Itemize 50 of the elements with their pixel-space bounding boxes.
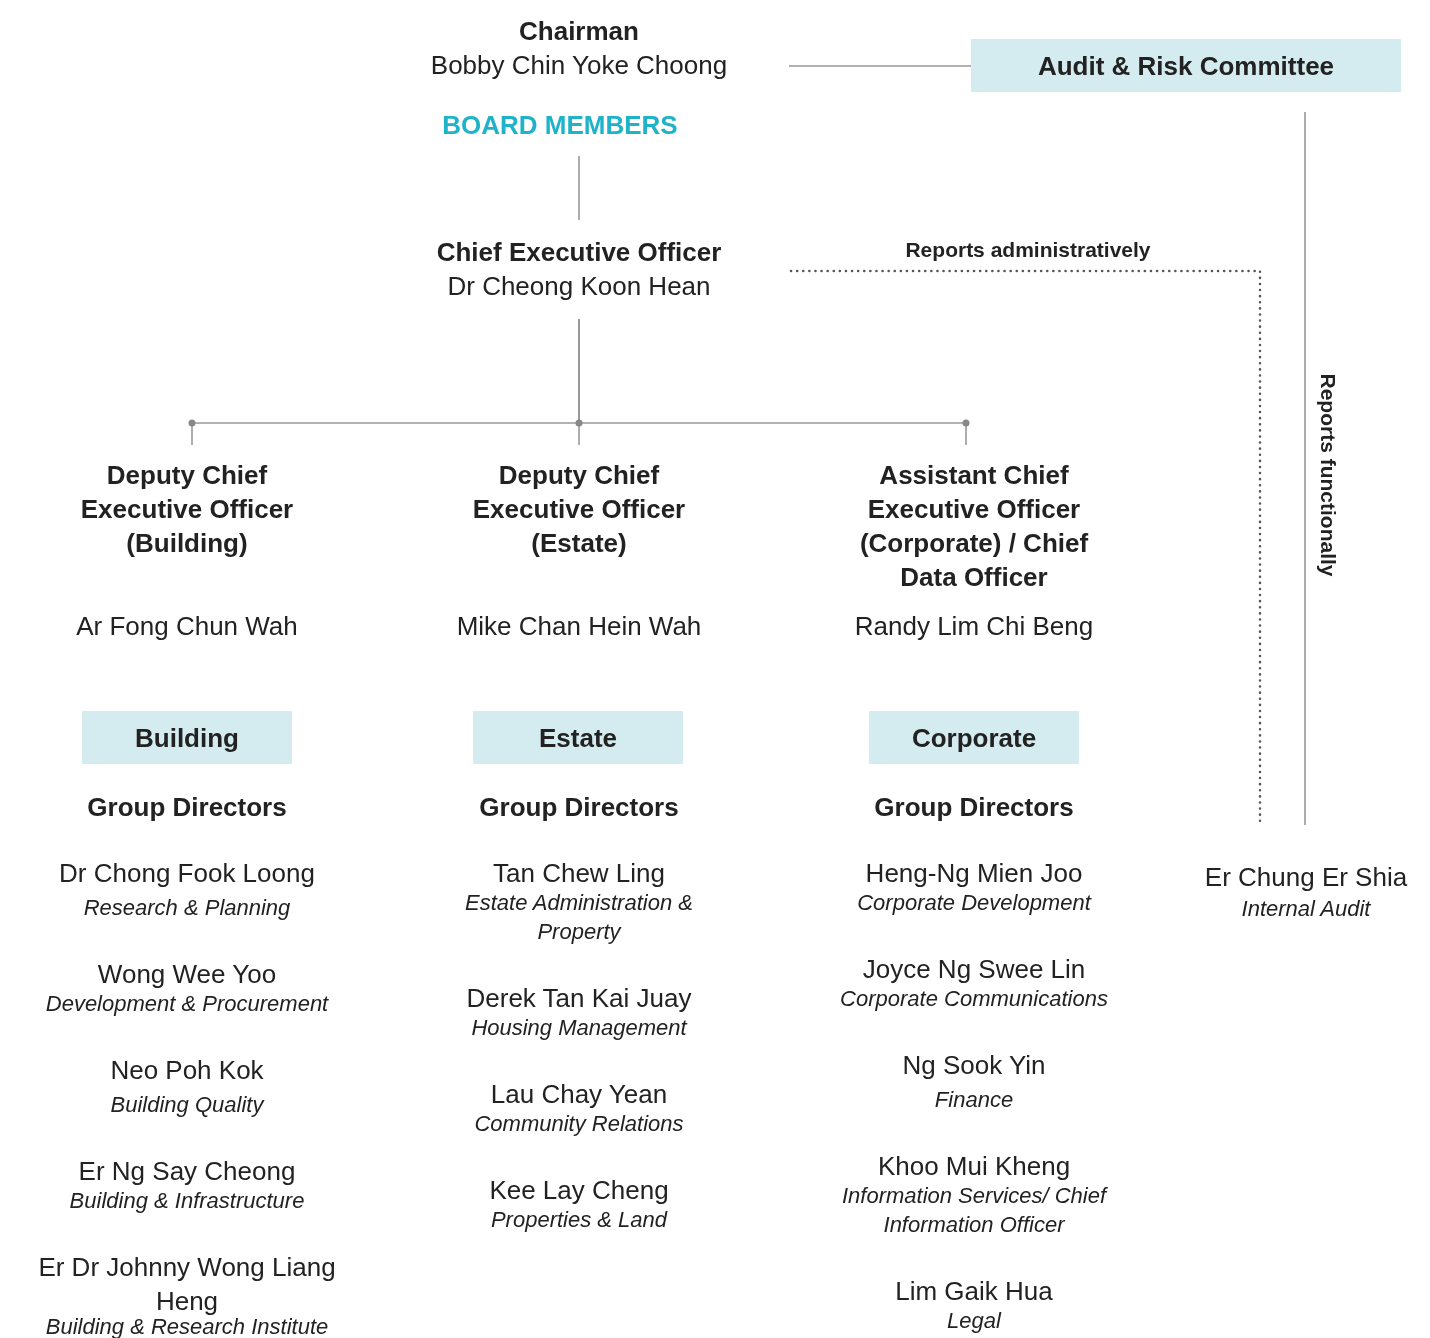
department-name: Corporate Development — [857, 889, 1091, 917]
person-name: Mike Chan Hein Wah — [456, 610, 702, 643]
person-name: Khoo Mui Kheng — [877, 1150, 1071, 1183]
person-name: Kee Lay Cheng — [489, 1174, 669, 1207]
section-box: Building — [82, 711, 292, 764]
department-name: Internal Audit — [1241, 895, 1371, 923]
department-name: Building & Infrastructure — [69, 1187, 305, 1215]
group-heading: Group Directors — [874, 791, 1074, 824]
person-name: Lau Chay Yean — [490, 1078, 668, 1111]
person-name: Ar Fong Chun Wah — [76, 610, 298, 643]
department-name: Estate Administration & Property — [464, 889, 694, 946]
department-name: Finance — [934, 1086, 1014, 1114]
section-box: Estate — [473, 711, 683, 764]
person-name: Er Chung Er Shia — [1204, 861, 1408, 894]
person-name: Dr Cheong Koon Hean — [447, 270, 711, 303]
role-title: Assistant Chief Executive Officer (Corporate) / Chief Data Officer — [858, 459, 1090, 594]
role-title: Deputy Chief Executive Officer (Estate) — [471, 459, 687, 560]
department-name: Corporate Communications — [840, 985, 1108, 1013]
role-title: Deputy Chief Executive Officer (Building) — [79, 459, 295, 560]
connector-line — [1304, 111, 1306, 826]
person-name: Tan Chew Ling — [493, 857, 665, 890]
person-name: Er Ng Say Cheong — [78, 1155, 296, 1188]
section-box: Audit & Risk Committee — [971, 39, 1401, 92]
person-name: Lim Gaik Hua — [895, 1275, 1053, 1308]
person-name: Joyce Ng Swee Lin — [862, 953, 1086, 986]
section-heading: BOARD MEMBERS — [442, 109, 678, 142]
department-name: Legal — [947, 1307, 1001, 1335]
person-name: Randy Lim Chi Beng — [854, 610, 1094, 643]
role-title: Chairman — [519, 15, 639, 48]
department-name: Research & Planning — [83, 894, 291, 922]
role-title: Chief Executive Officer — [436, 236, 722, 269]
department-name: Housing Management — [471, 1014, 687, 1042]
person-name: Ng Sook Yin — [902, 1049, 1046, 1082]
person-name: Neo Poh Kok — [110, 1054, 264, 1087]
person-name: Bobby Chin Yoke Choong — [430, 49, 728, 82]
connector-line — [788, 65, 972, 67]
department-name: Development & Procurement — [45, 990, 329, 1018]
connector-line — [578, 155, 580, 221]
department-name: Properties & Land — [490, 1206, 668, 1234]
group-heading: Group Directors — [479, 791, 679, 824]
person-name: Dr Chong Fook Loong — [59, 857, 315, 890]
department-name: Information Services/ Chief Information Officer — [840, 1182, 1109, 1239]
group-heading: Group Directors — [87, 791, 287, 824]
connector-line — [578, 318, 967, 446]
person-name: Heng-Ng Mien Joo — [865, 857, 1083, 890]
department-name: Community Relations — [474, 1110, 684, 1138]
person-name: Derek Tan Kai Juay — [466, 982, 692, 1015]
person-name: Wong Wee Yoo — [97, 958, 277, 991]
department-name: Building Quality — [110, 1091, 264, 1119]
section-box: Corporate — [869, 711, 1079, 764]
